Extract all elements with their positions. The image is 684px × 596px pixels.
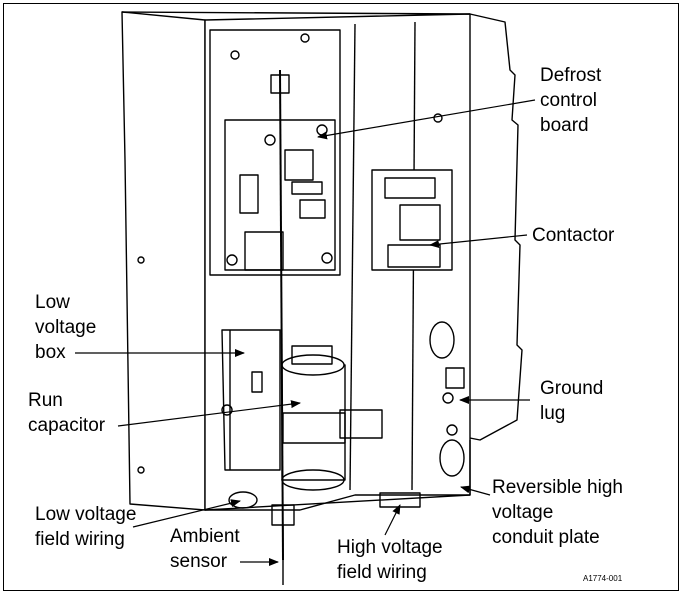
label-high-voltage-field-wiring: High voltage field wiring — [337, 537, 443, 583]
leader-contactor — [429, 234, 528, 249]
figure-frame — [3, 3, 679, 591]
low-voltage-box-plate — [221, 329, 281, 471]
conduit-knockout — [439, 439, 465, 477]
leader-conduit-plate — [460, 485, 491, 496]
label-reversible-conduit-plate: Reversible high voltage conduit plate — [492, 477, 623, 548]
label-ground-lug: Ground lug — [540, 378, 604, 424]
leader-run-capacitor — [117, 400, 301, 427]
label-low-voltage-field-wiring: Low voltage field wiring — [35, 504, 137, 550]
figure-id: A1774-001 — [583, 574, 623, 583]
ambient-sensor-rod — [279, 69, 284, 561]
bottom-plate — [205, 440, 471, 511]
label-ambient-sensor: Ambient sensor — [170, 526, 240, 572]
low-voltage-grommet — [228, 491, 258, 509]
housing-right-flange — [469, 13, 523, 441]
housing-left-flange — [121, 11, 206, 511]
leader-defrost-board — [317, 99, 536, 140]
label-low-voltage-box: Low voltage box — [35, 292, 97, 363]
label-run-capacitor: Run capacitor — [28, 390, 106, 436]
label-contactor: Contactor — [532, 225, 615, 246]
label-defrost-control-board: Defrost control board — [540, 65, 602, 136]
run-capacitor — [281, 364, 346, 481]
contactor-body — [371, 169, 453, 271]
ground-lug — [445, 367, 465, 389]
leader-high-voltage-wiring — [384, 504, 401, 536]
leader-low-voltage-wiring — [132, 499, 241, 528]
